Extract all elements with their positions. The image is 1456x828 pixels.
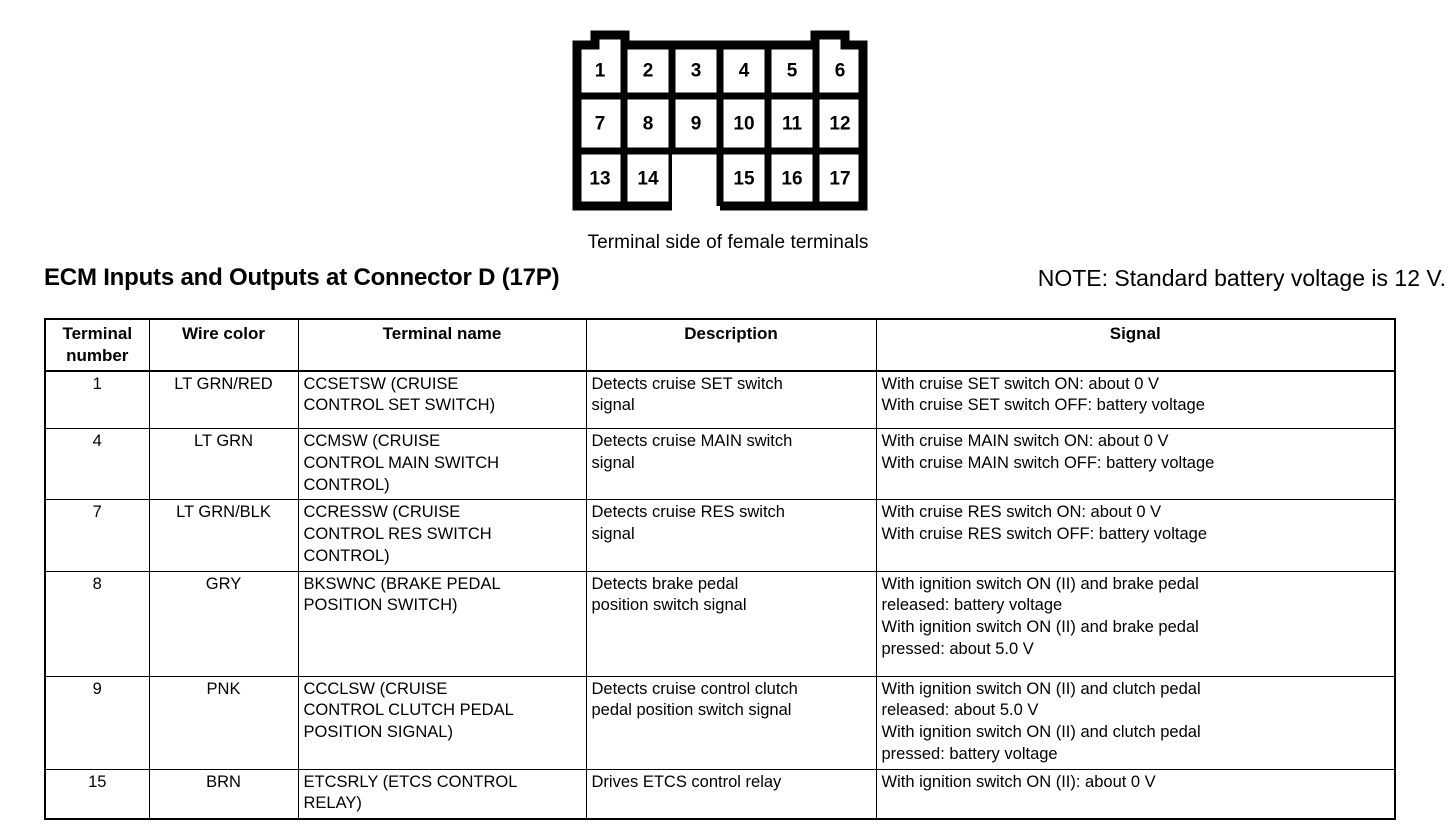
header-description: Description	[585, 318, 877, 372]
cell-wire-color: LT GRN/BLK	[148, 499, 299, 572]
terminal-gap	[672, 151, 720, 213]
cell-signal: With cruise RES switch ON: about 0 V Wit…	[875, 499, 1396, 572]
cell-wire-color: LT GRN	[148, 427, 299, 501]
pin-14: 14	[637, 169, 659, 190]
header-wire-color: Wire color	[148, 318, 299, 372]
connector-pinout-diagram: 1 2 3 4 5 6 7 8 9 10 11 12 13 14 15 16 1…	[572, 30, 868, 213]
cell-description: Detects brake pedal position switch sign…	[585, 570, 877, 677]
pin-11: 11	[782, 114, 803, 135]
cell-description: Detects cruise SET switch signal	[585, 370, 877, 429]
cell-terminal-number: 4	[44, 427, 150, 501]
cell-wire-color: GRY	[148, 570, 299, 677]
table-row: 9 PNK CCCLSW (CRUISE CONTROL CLUTCH PEDA…	[44, 675, 1396, 770]
cell-description: Detects cruise RES switch signal	[585, 499, 877, 572]
battery-voltage-note: NOTE: Standard battery voltage is 12 V.	[1037, 265, 1446, 291]
cell-description: Detects cruise MAIN switch signal	[585, 427, 877, 501]
header-terminal-number: Terminal number	[44, 318, 150, 372]
cell-terminal-name: CCSETSW (CRUISE CONTROL SET SWITCH)	[297, 370, 587, 429]
cell-terminal-number: 9	[44, 675, 150, 770]
pin-10: 10	[733, 114, 754, 135]
cell-terminal-name: CCMSW (CRUISE CONTROL MAIN SWITCH CONTRO…	[297, 427, 587, 501]
cell-terminal-number: 1	[44, 370, 150, 429]
table-row: 4 LT GRN CCMSW (CRUISE CONTROL MAIN SWIT…	[44, 427, 1396, 501]
cell-wire-color: LT GRN/RED	[148, 370, 299, 429]
cell-description: Detects cruise control clutch pedal posi…	[585, 675, 877, 770]
cell-signal: With ignition switch ON (II) and clutch …	[875, 675, 1396, 770]
cell-signal: With cruise SET switch ON: about 0 V Wit…	[875, 370, 1396, 429]
connector-diagram-area: 1 2 3 4 5 6 7 8 9 10 11 12 13 14 15 16 1…	[0, 0, 1456, 253]
pin-2: 2	[643, 61, 654, 82]
cell-terminal-name: CCCLSW (CRUISE CONTROL CLUTCH PEDAL POSI…	[297, 675, 587, 770]
pin-1: 1	[595, 61, 606, 82]
cell-signal: With cruise MAIN switch ON: about 0 V Wi…	[875, 427, 1396, 501]
connector-outline	[572, 30, 868, 211]
cell-terminal-name: CCRESSW (CRUISE CONTROL RES SWITCH CONTR…	[297, 499, 587, 572]
pin-9: 9	[691, 114, 702, 135]
cell-terminal-number: 7	[44, 499, 150, 572]
title-row: ECM Inputs and Outputs at Connector D (1…	[0, 264, 1456, 306]
pin-6: 6	[835, 61, 846, 82]
cell-signal: With ignition switch ON (II): about 0 V	[875, 768, 1396, 820]
cell-terminal-name: ETCSRLY (ETCS CONTROL RELAY)	[297, 768, 587, 820]
pin-7: 7	[595, 114, 606, 135]
pin-8: 8	[643, 114, 654, 135]
table-row: 1 LT GRN/RED CCSETSW (CRUISE CONTROL SET…	[44, 370, 1396, 429]
cell-wire-color: BRN	[148, 768, 299, 820]
pin-13: 13	[589, 169, 610, 190]
page-title: ECM Inputs and Outputs at Connector D (1…	[44, 264, 560, 291]
pin-17: 17	[829, 169, 850, 190]
pin-4: 4	[739, 61, 750, 82]
cell-signal: With ignition switch ON (II) and brake p…	[875, 570, 1396, 677]
cell-terminal-number: 15	[44, 768, 150, 820]
ecm-pinout-table: Terminal number Wire color Terminal name…	[44, 318, 1396, 821]
diagram-caption: Terminal side of female terminals	[587, 232, 869, 253]
pin-15: 15	[733, 169, 755, 190]
table-header-row: Terminal number Wire color Terminal name…	[44, 318, 1396, 372]
cell-terminal-number: 8	[44, 570, 150, 677]
table-row: 8 GRY BKSWNC (BRAKE PEDAL POSITION SWITC…	[44, 570, 1396, 677]
cell-terminal-name: BKSWNC (BRAKE PEDAL POSITION SWITCH)	[297, 570, 587, 677]
header-signal: Signal	[875, 318, 1396, 372]
pin-16: 16	[781, 169, 802, 190]
table-row: 15 BRN ETCSRLY (ETCS CONTROL RELAY) Driv…	[44, 768, 1396, 820]
cell-description: Drives ETCS control relay	[585, 768, 877, 820]
pin-5: 5	[787, 61, 798, 82]
pin-3: 3	[691, 61, 702, 82]
cell-wire-color: PNK	[148, 675, 299, 770]
header-terminal-name: Terminal name	[297, 318, 587, 372]
table-row: 7 LT GRN/BLK CCRESSW (CRUISE CONTROL RES…	[44, 499, 1396, 572]
pin-12: 12	[829, 114, 850, 135]
